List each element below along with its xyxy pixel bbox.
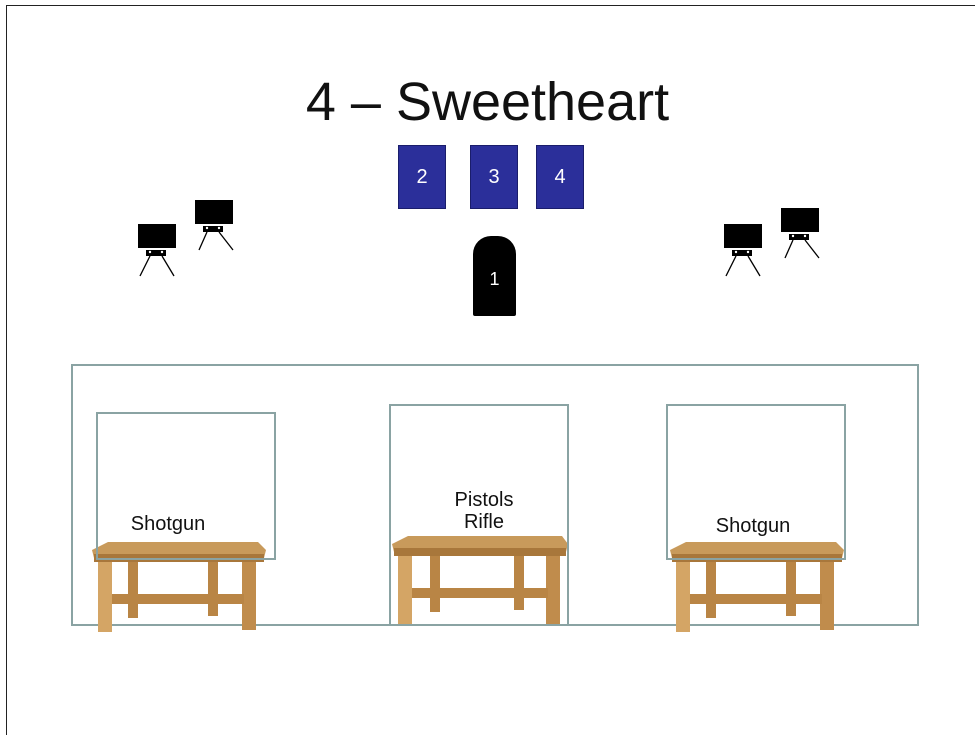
stage-title: 4 – Sweetheart (0, 70, 975, 134)
start-label: 1 (489, 269, 499, 290)
station-center-label: Pistols Rifle (414, 489, 554, 533)
target-2: 2 (398, 145, 446, 209)
right-target-stand-icon (722, 222, 770, 278)
start-position-marker: 1 (473, 236, 516, 316)
station-left-label: Shotgun (96, 513, 240, 535)
left-target-stand-icon (136, 222, 184, 278)
target-label: 4 (554, 166, 565, 189)
target-3: 3 (470, 145, 518, 209)
station-left (96, 412, 276, 560)
target-label: 2 (416, 166, 427, 189)
right-target-stand-icon-2 (779, 206, 827, 262)
target-label: 3 (488, 166, 499, 189)
left-target-stand-icon-2 (193, 198, 241, 254)
station-right-label: Shotgun (682, 515, 824, 537)
target-4: 4 (536, 145, 584, 209)
